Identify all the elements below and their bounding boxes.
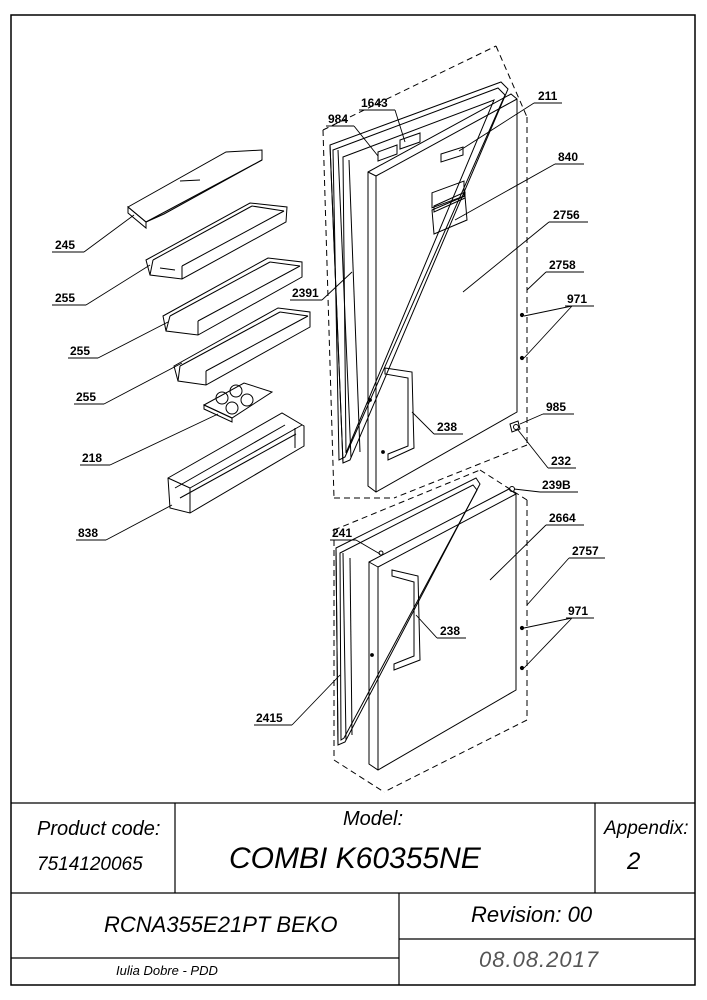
callout-840: 840 (558, 150, 578, 164)
drawing-date: 08.08.2017 (479, 947, 600, 972)
lower-door-assembly (333, 469, 528, 793)
part-238-handle-upper (384, 367, 415, 461)
callout-238-a: 238 (437, 420, 457, 434)
part-838-balcony (167, 412, 305, 514)
callout-2415: 2415 (256, 711, 283, 725)
callout-239b: 239B (542, 478, 571, 492)
callout-971-b: 971 (568, 604, 588, 618)
callout-838: 838 (78, 526, 98, 540)
callout-232: 232 (551, 454, 571, 468)
callout-255-a: 255 (55, 291, 75, 305)
part-255-shelf-c (173, 307, 311, 386)
callout-2664: 2664 (549, 511, 576, 525)
part-232-bushing (513, 424, 519, 430)
callout-238-b: 238 (440, 624, 460, 638)
part-255-shelf-b (162, 257, 303, 336)
part-241-stopper (378, 550, 384, 556)
part-255-shelf-a (145, 202, 288, 280)
callout-255-c: 255 (76, 390, 96, 404)
callout-2756: 2756 (553, 208, 580, 222)
leader-lines (52, 102, 605, 726)
part-2756-door-panel (367, 93, 518, 493)
part-245-lid (127, 149, 263, 230)
appendix-value: 2 (627, 848, 641, 875)
callout-218: 218 (82, 451, 102, 465)
part-985-pin (509, 420, 521, 433)
model-label: Model: (343, 808, 404, 830)
callout-1643: 1643 (361, 96, 388, 110)
callout-984: 984 (328, 112, 348, 126)
part-1643-hinge (399, 132, 421, 150)
callout-211: 211 (538, 89, 558, 103)
alignment-lines-lower (333, 469, 528, 793)
drawing-frame (10, 14, 696, 986)
part-238-handle-lower (391, 569, 421, 671)
product-name: RCNA355E21PT BEKO (104, 912, 338, 937)
callout-245: 245 (55, 238, 75, 252)
part-218-egg-tray (202, 382, 274, 423)
product-code-label: Product code: (37, 818, 161, 840)
callout-2758: 2758 (549, 258, 576, 272)
callout-2757: 2757 (572, 544, 599, 558)
model-value: COMBI K60355NE (229, 842, 481, 875)
appendix-label: Appendix: (604, 818, 689, 839)
title-block-grid (11, 802, 695, 985)
callout-2391: 2391 (292, 286, 319, 300)
part-984-hinge-cover (377, 144, 398, 162)
author: Iulia Dobre - PDD (116, 963, 218, 978)
part-2391-gasket (329, 81, 509, 464)
callout-971-a: 971 (567, 292, 587, 306)
part-2415-gasket (335, 477, 481, 746)
callout-241: 241 (332, 526, 352, 540)
alignment-lines-upper (322, 45, 528, 499)
shelf-parts (127, 149, 311, 514)
product-code-value: 7514120065 (37, 854, 143, 875)
callout-labels: 245 255 255 255 218 838 984 1643 211 840… (55, 89, 599, 725)
revision: Revision: 00 (471, 902, 593, 927)
callout-985: 985 (546, 400, 566, 414)
upper-door-assembly (322, 45, 528, 499)
callout-255-b: 255 (70, 344, 90, 358)
